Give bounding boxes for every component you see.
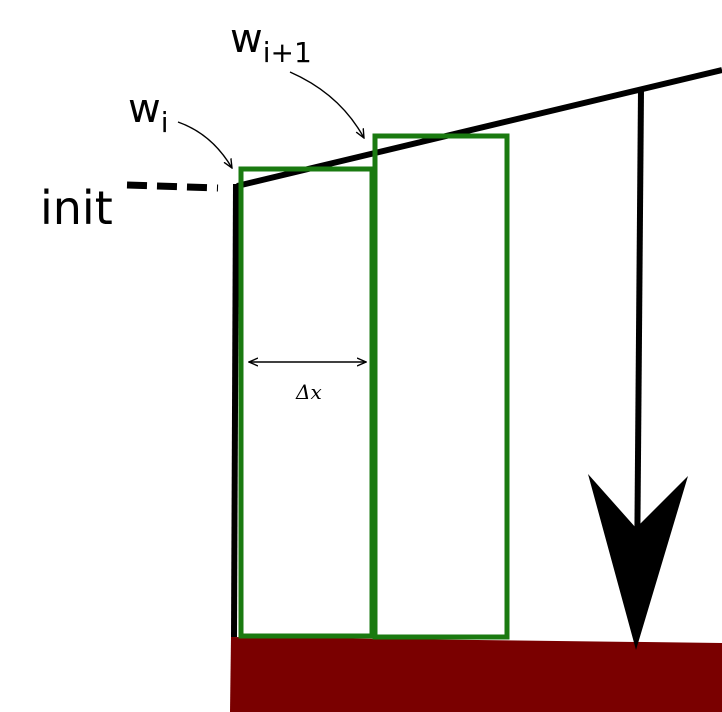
pointer-arrow-w-i-plus-1 (289, 71, 364, 138)
init-label: init (40, 181, 113, 235)
w-i-base: w (128, 86, 161, 132)
gravity-arrow-shaft (634, 89, 644, 581)
w-i-label: wi (128, 86, 169, 139)
pointer-arrow-w-i (177, 121, 232, 168)
w-i-plus-1-base: w (230, 16, 263, 62)
w-i-plus-1-subscript: i+1 (263, 36, 312, 69)
w-i-plus-1-label: wi+1 (230, 16, 312, 69)
box-w-i (238, 166, 375, 639)
delta-x-label: Δx (295, 380, 322, 404)
wall-line (231, 183, 239, 638)
base-strip (230, 637, 722, 712)
gravity-arrow-head (588, 474, 688, 650)
box-w-i-plus-1 (372, 133, 510, 640)
w-i-subscript: i (161, 106, 169, 139)
init-dashed-line (126, 181, 219, 192)
